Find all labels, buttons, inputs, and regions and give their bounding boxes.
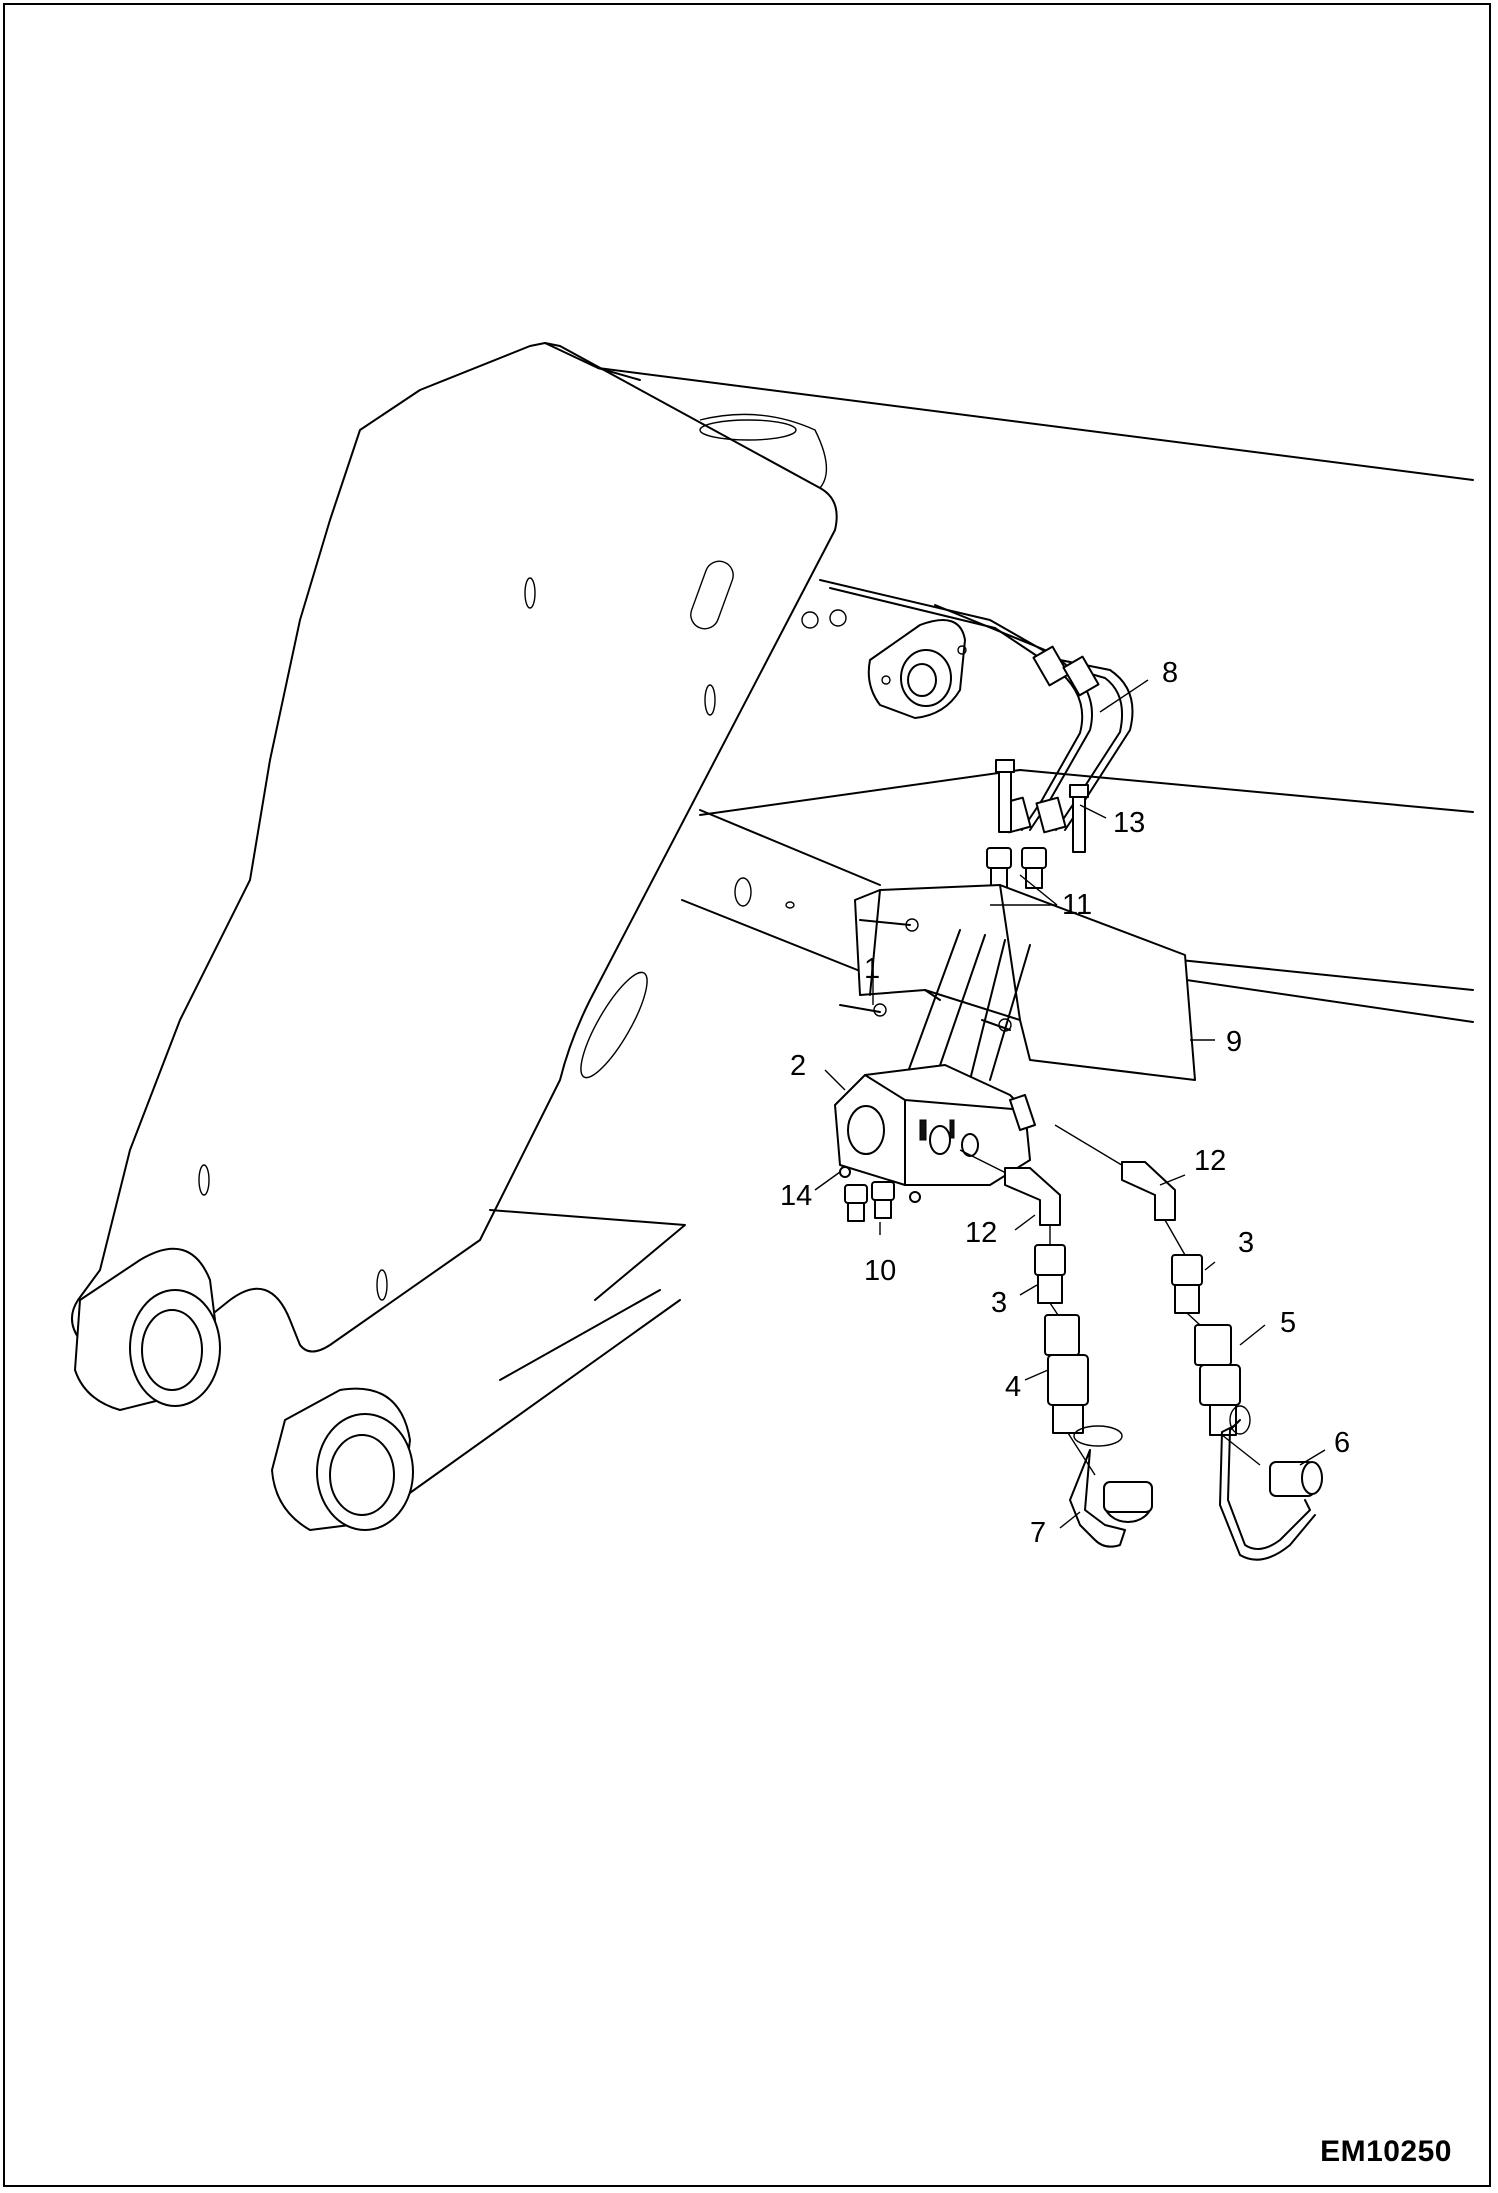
valve-block-2 (834, 929, 1036, 1186)
callout-7: 7 (1030, 1517, 1046, 1549)
elbow-fittings-12 (959, 1124, 1176, 1226)
figure-code: EM10250 (1320, 2135, 1452, 2168)
callout-10: 10 (864, 1255, 896, 1287)
coupler-5 (1186, 1312, 1241, 1436)
callout-9: 9 (1226, 1026, 1242, 1058)
callout-11: 11 (1062, 889, 1092, 921)
callout-labels: 8 13 11 1 9 2 12 14 12 3 10 3 5 4 6 7 (780, 657, 1350, 1549)
callout-3-right: 3 (1238, 1227, 1254, 1259)
fittings-10 (844, 1181, 895, 1222)
callout-12-right: 12 (1194, 1145, 1226, 1177)
dust-plug-6 (1219, 1405, 1323, 1561)
callout-13: 13 (1113, 807, 1145, 839)
callout-3-left: 3 (991, 1287, 1007, 1319)
coupler-4 (1044, 1302, 1089, 1434)
callout-2: 2 (790, 1050, 806, 1082)
callout-12-left: 12 (965, 1217, 997, 1249)
callout-1: 1 (864, 953, 880, 985)
callout-14: 14 (780, 1180, 812, 1212)
adapters-3 (1034, 1219, 1203, 1314)
drawing-frame (3, 3, 1491, 2187)
callout-6: 6 (1334, 1427, 1350, 1459)
callout-8: 8 (1162, 657, 1178, 689)
callout-5: 5 (1280, 1307, 1296, 1339)
hydraulic-tubes (819, 579, 1134, 834)
fittings-11 (986, 847, 1047, 889)
mounting-bracket-9 (854, 884, 1196, 1081)
leader-lines (814, 679, 1326, 1529)
loader-arm (71, 342, 1474, 1531)
dust-cap-7 (1067, 1425, 1153, 1548)
callout-4: 4 (1005, 1371, 1021, 1403)
bolts-13 (995, 759, 1089, 853)
